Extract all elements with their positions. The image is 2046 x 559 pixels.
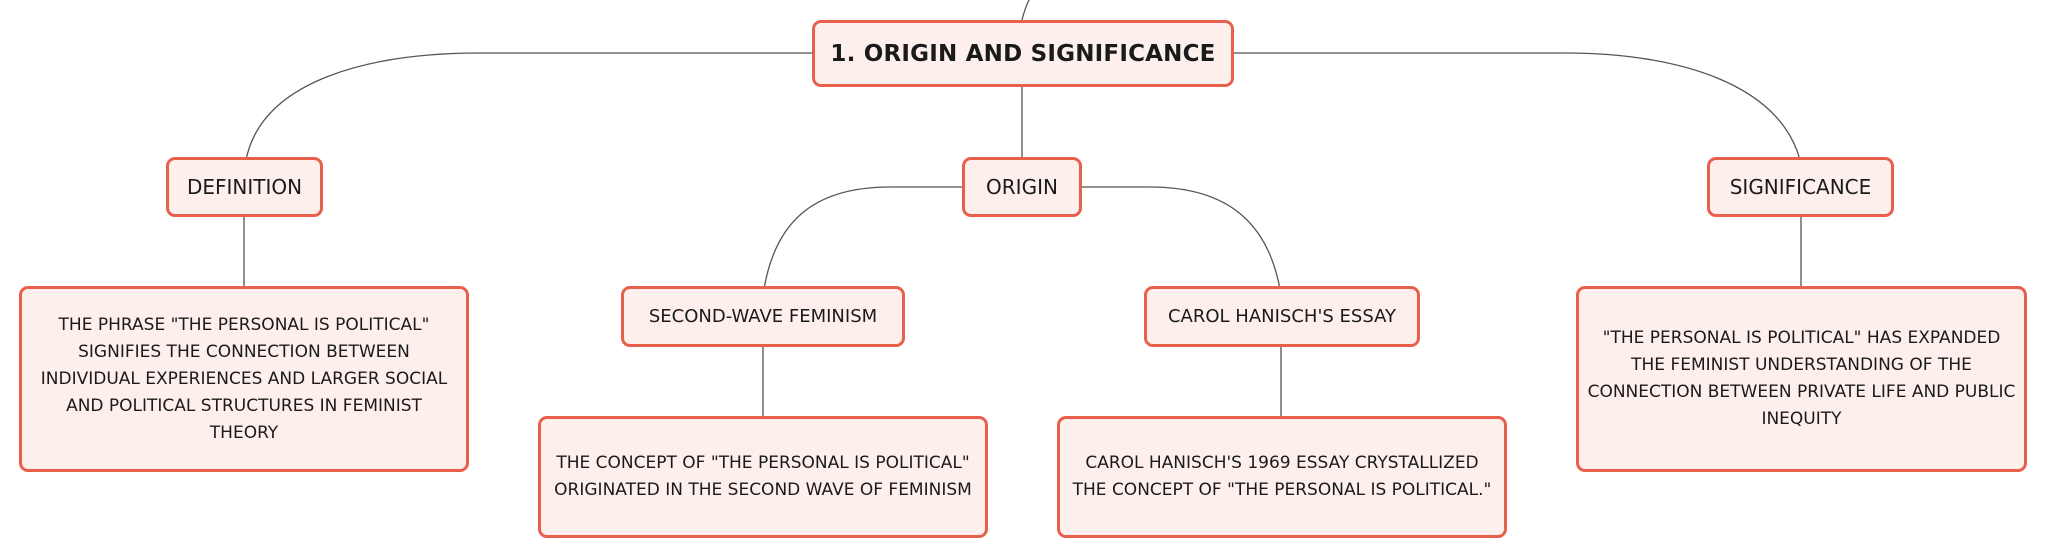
definition-node[interactable]: DEFINITION [166,157,323,217]
second-wave-feminism-label: SECOND-WAVE FEMINISM [648,306,878,327]
connector-root-definition [245,52,812,161]
root-node[interactable]: 1. ORIGIN AND SIGNIFICANCE [812,20,1234,87]
connector-root-significance [1233,52,1801,161]
hanisch-detail-node[interactable]: CAROL HANISCH'S 1969 ESSAY CRYSTALLIZED … [1057,416,1507,538]
second-wave-feminism-node[interactable]: SECOND-WAVE FEMINISM [621,286,905,347]
hanisch-essay-node[interactable]: CAROL HANISCH'S ESSAY [1144,286,1420,347]
hanisch-essay-label: CAROL HANISCH'S ESSAY [1167,306,1397,327]
hanisch-detail-text: CAROL HANISCH'S 1969 ESSAY CRYSTALLIZED … [1072,453,1492,500]
definition-detail-text: THE PHRASE "THE PERSONAL IS POLITICAL" S… [40,314,448,443]
significance-detail-text: "THE PERSONAL IS POLITICAL" HAS EXPANDED… [1587,328,2016,429]
definition-label: DEFINITION [186,175,303,199]
origin-label: ORIGIN [986,175,1058,199]
significance-node[interactable]: SIGNIFICANCE [1707,157,1894,217]
significance-detail-node[interactable]: "THE PERSONAL IS POLITICAL" HAS EXPANDED… [1576,286,2027,472]
connector-parent-root [1021,0,1030,21]
root-title: 1. ORIGIN AND SIGNIFICANCE [830,40,1216,67]
second-wave-detail-text: THE CONCEPT OF "THE PERSONAL IS POLITICA… [554,453,972,500]
definition-detail-node[interactable]: THE PHRASE "THE PERSONAL IS POLITICAL" S… [19,286,469,472]
origin-node[interactable]: ORIGIN [962,157,1082,217]
second-wave-detail-node[interactable]: THE CONCEPT OF "THE PERSONAL IS POLITICA… [538,416,988,538]
significance-label: SIGNIFICANCE [1729,175,1872,199]
connector-origin-secondwave [763,186,963,290]
connector-origin-hanisch [1081,186,1281,290]
